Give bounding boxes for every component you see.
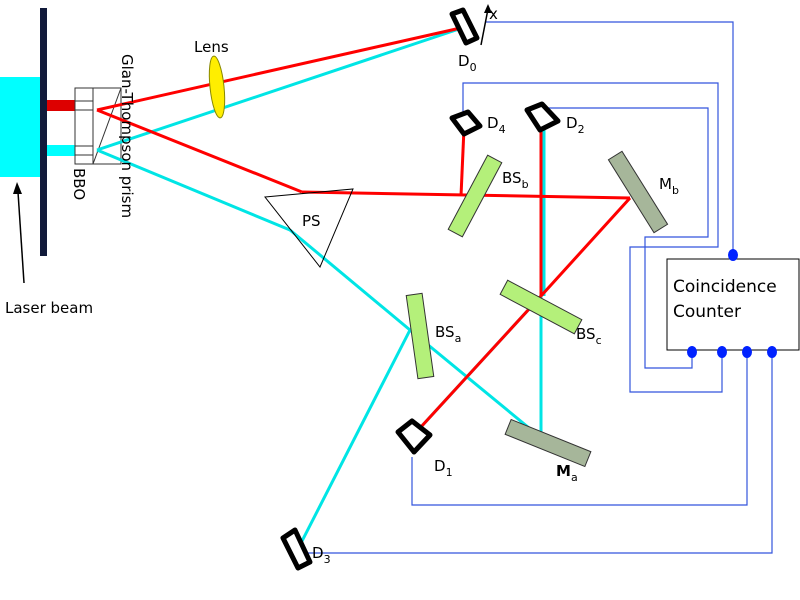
detector-d1: D1: [395, 418, 453, 479]
bsb-base: BS: [502, 169, 522, 187]
detector-wiring: [300, 21, 773, 554]
d0-base: D: [458, 52, 470, 70]
port-d4: [717, 346, 727, 358]
port-d0: [728, 249, 738, 261]
d1-sub: 1: [446, 466, 453, 479]
wire-d2: [546, 107, 709, 369]
bbo-label: BBO: [70, 168, 88, 200]
d4-base: D: [487, 114, 499, 132]
d2-sub: 2: [578, 123, 585, 136]
wire-d3: [300, 352, 773, 554]
detector-d3: D3: [280, 527, 331, 571]
svg-text:BSb: BSb: [502, 169, 529, 191]
laser-beam-arrow: [13, 182, 25, 284]
svg-text:D3: D3: [312, 544, 331, 566]
coincidence-counter-line1: Coincidence: [673, 277, 777, 297]
svg-text:D2: D2: [566, 114, 585, 136]
svg-text:Mb: Mb: [659, 175, 679, 197]
detector-d4: D4: [449, 109, 506, 137]
coincidence-counter-box: [666, 258, 800, 351]
bsb-sub: b: [522, 178, 529, 191]
laser-beam-output: [47, 100, 75, 111]
mirror-b: Mb: [607, 150, 679, 234]
beam-splitter-a: BSa: [405, 292, 461, 380]
ma-base: M: [556, 462, 571, 480]
laser-beam-label: Laser beam: [5, 299, 93, 317]
mounting-plate: [40, 8, 47, 256]
port-d3: [767, 346, 777, 358]
detector-d2: D2: [524, 101, 585, 136]
x-axis-label: x: [489, 5, 498, 23]
glan-thompson-label: Glan-Thompson prism: [118, 54, 136, 218]
bsc-base: BS: [576, 325, 596, 343]
d2-base: D: [566, 114, 578, 132]
bsa-sub: a: [455, 332, 462, 345]
d3-base: D: [312, 544, 324, 562]
svg-text:D4: D4: [487, 114, 506, 136]
svg-text:D1: D1: [434, 457, 453, 479]
d3-sub: 3: [324, 553, 331, 566]
mb-sub: b: [672, 184, 679, 197]
idler-beams: [96, 25, 632, 430]
mb-base: M: [659, 175, 672, 193]
signal-beams: [96, 25, 546, 546]
d0-translation-arrow: x: [480, 4, 498, 46]
detector-d0: D0: [449, 7, 480, 74]
svg-text:BSa: BSa: [435, 323, 461, 345]
mirror-a: Ma: [504, 418, 592, 484]
svg-text:BSc: BSc: [576, 325, 602, 347]
d1-base: D: [434, 457, 446, 475]
d0-sub: 0: [470, 61, 477, 74]
d4-sub: 4: [499, 123, 506, 136]
bbo-crystal: [74, 87, 94, 165]
ma-sub: a: [571, 471, 578, 484]
lens-label: Lens: [194, 38, 229, 56]
svg-text:Ma: Ma: [556, 462, 578, 484]
prism-ps: [264, 188, 354, 268]
wire-d1: [411, 352, 748, 506]
wire-d0: [485, 21, 734, 253]
laser-beam-output-secondary: [47, 145, 75, 156]
beam-splitter-c: BSc: [499, 279, 602, 347]
laser-source: [0, 77, 40, 177]
counter-input-ports: [687, 249, 777, 358]
lens: [208, 55, 226, 119]
wire-d4: [462, 82, 723, 393]
bsa-base: BS: [435, 323, 455, 341]
svg-text:D0: D0: [458, 52, 477, 74]
ps-label: PS: [302, 212, 321, 230]
port-d2: [687, 346, 697, 358]
port-d1: [742, 346, 752, 358]
bsc-sub: c: [596, 334, 602, 347]
coincidence-counter-line2: Counter: [673, 302, 741, 322]
beam-splitter-b: BSb: [447, 154, 529, 238]
